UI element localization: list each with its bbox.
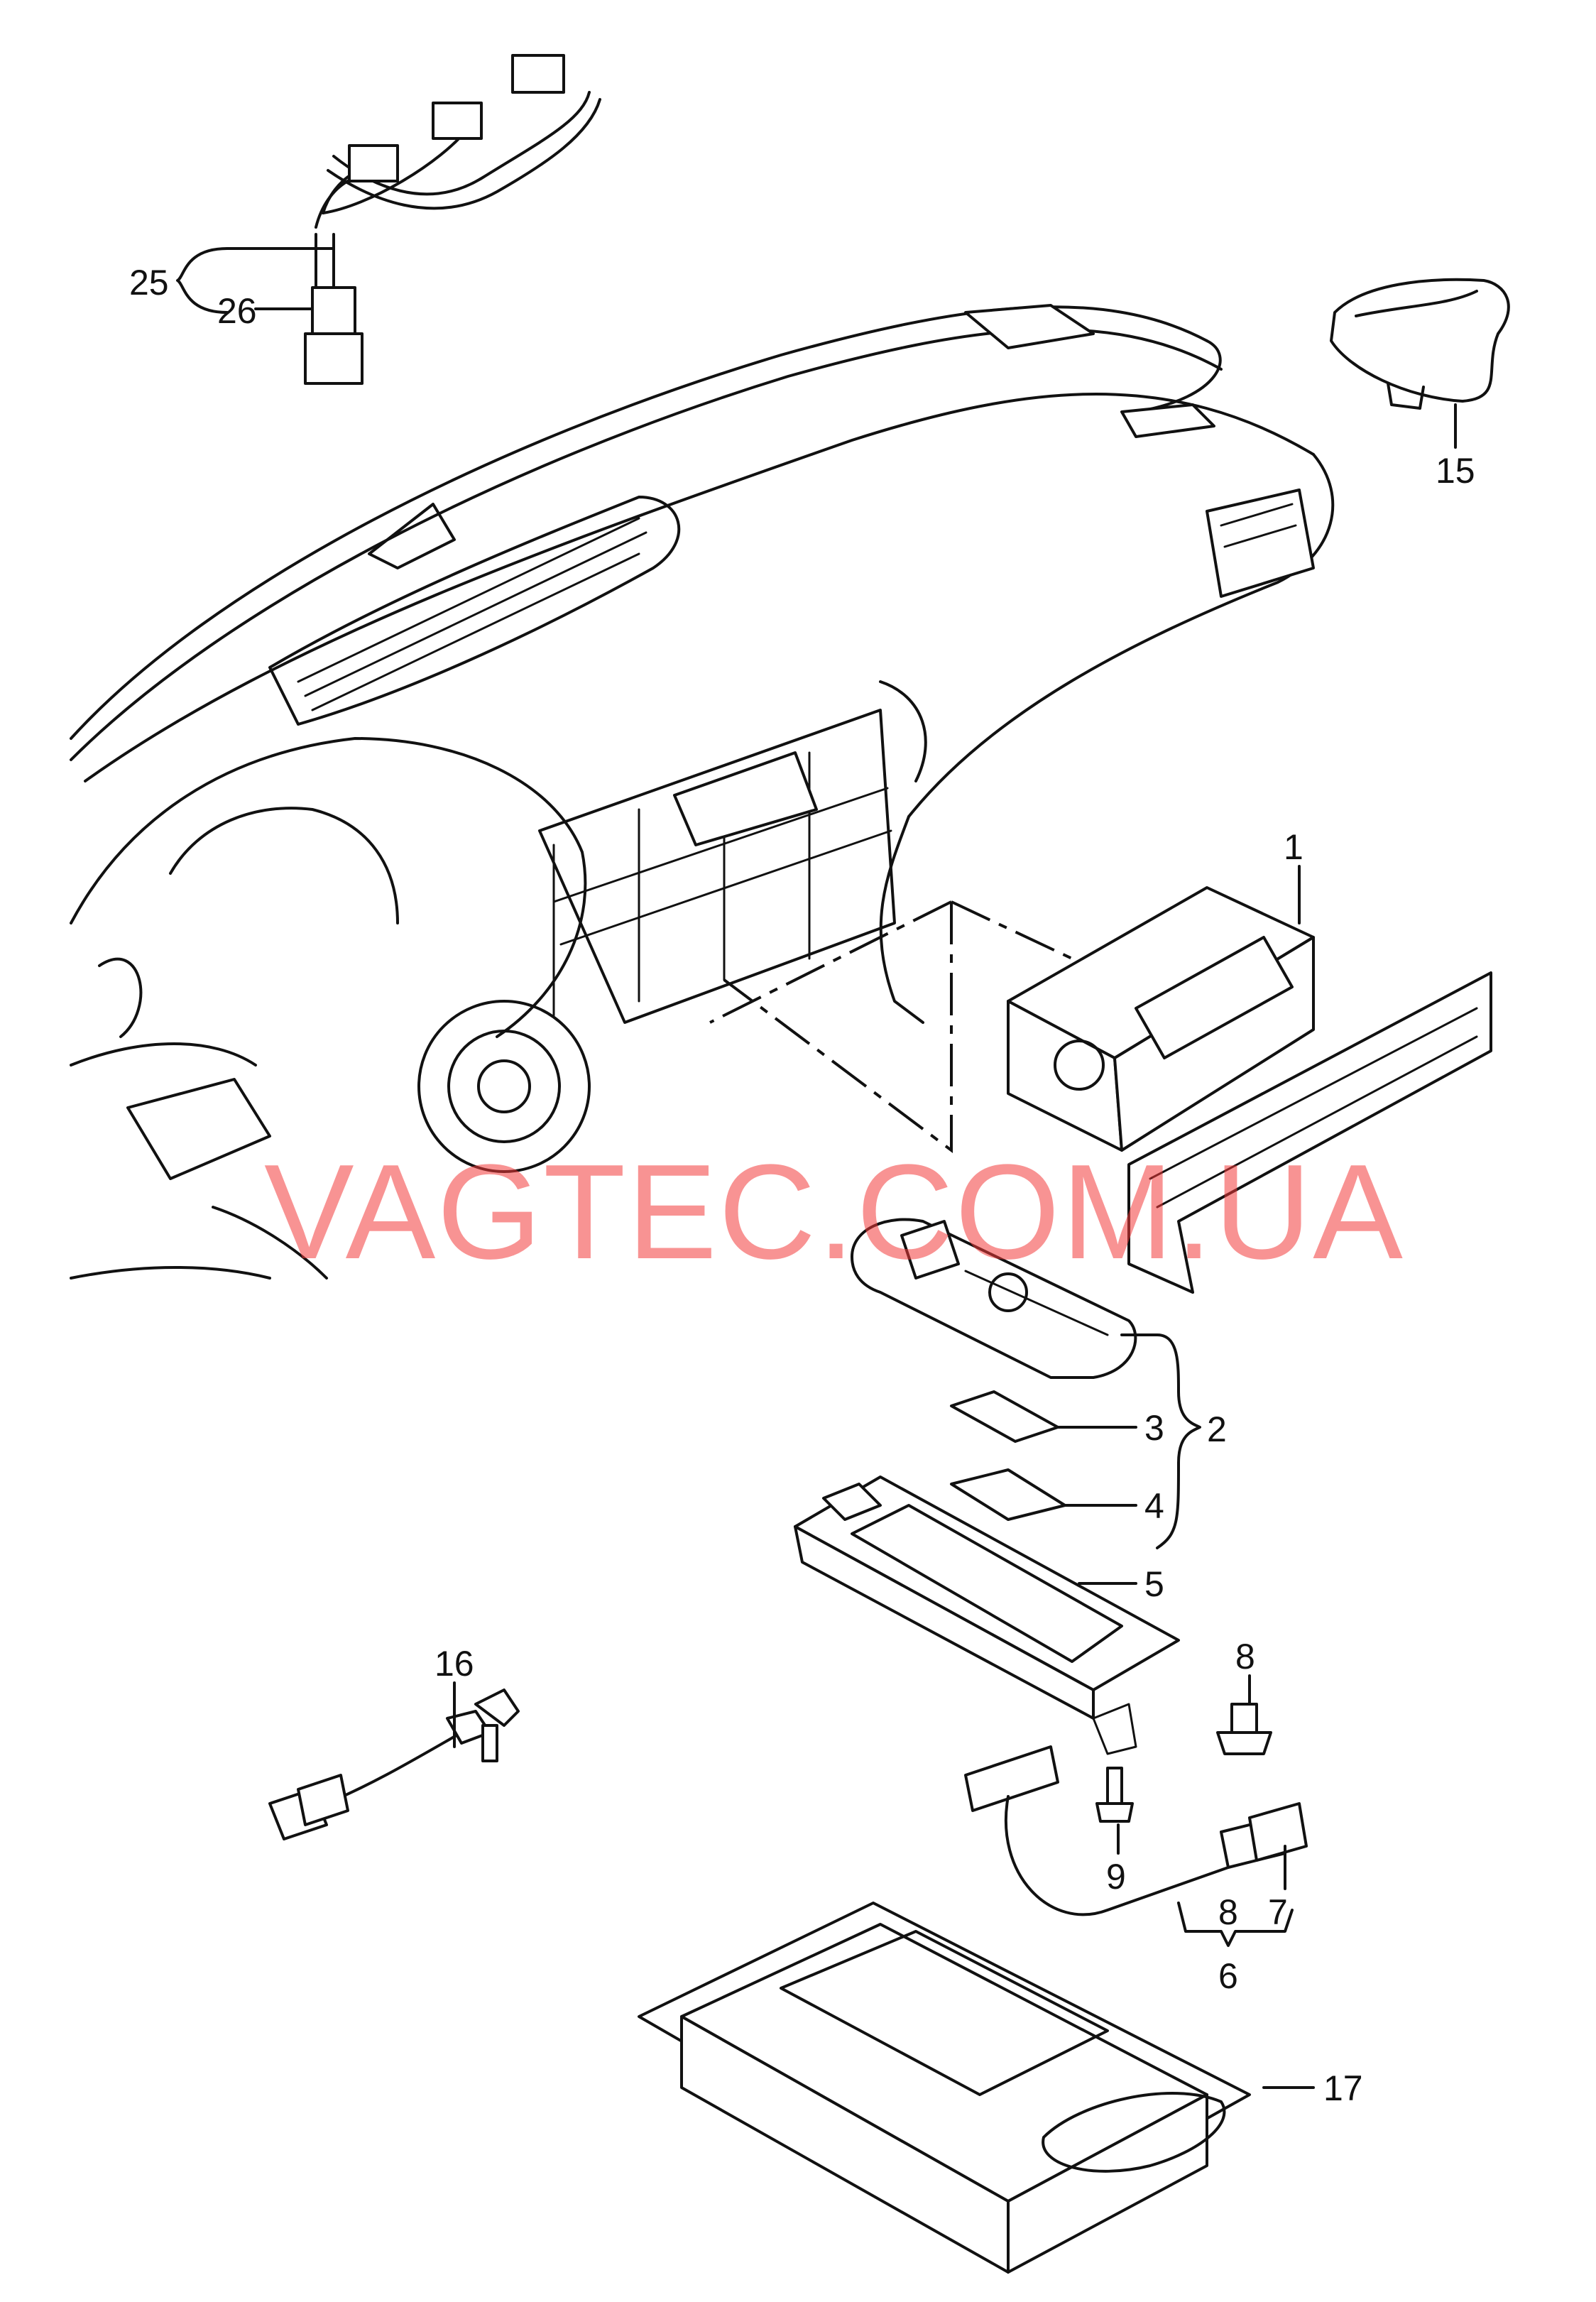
- callout-5: 5: [1144, 1564, 1164, 1604]
- callout-15: 15: [1436, 451, 1475, 491]
- radio-navigation-unit: [1007, 886, 1492, 1294]
- wiring-harness: [304, 54, 601, 385]
- cable-assembly: [964, 1745, 1308, 1916]
- callout-8-bracket: 8: [1218, 1892, 1238, 1932]
- callout-6: 6: [1218, 1956, 1238, 1996]
- storage-tray: [638, 1902, 1251, 2274]
- memory-card: [950, 1468, 1066, 1521]
- screw-9: [1095, 1767, 1134, 1823]
- antenna-cable: [268, 1689, 520, 1840]
- callout-1: 1: [1284, 827, 1303, 867]
- callout-17: 17: [1323, 2068, 1363, 2108]
- phone-cradle: [794, 1475, 1180, 1755]
- sim-card-holder: [950, 1390, 1059, 1443]
- callout-8-screw: 8: [1235, 1637, 1255, 1676]
- dashboard-panel: [70, 304, 1335, 1280]
- phone-handset: [851, 1218, 1137, 1379]
- callout-26: 26: [217, 291, 257, 331]
- screw-8: [1216, 1703, 1272, 1755]
- callout-9: 9: [1106, 1857, 1126, 1897]
- install-path-line: [709, 900, 1073, 1153]
- callout-2: 2: [1207, 1409, 1227, 1449]
- callout-3: 3: [1144, 1408, 1164, 1448]
- watermark: VAGTEC.COM.UA: [264, 1137, 1404, 1287]
- roof-antenna: [1330, 278, 1510, 410]
- leader-lines: [176, 247, 1457, 2089]
- callout-25: 25: [129, 263, 169, 302]
- callout-4: 4: [1144, 1486, 1164, 1526]
- callout-labels: 1 2 3 4 5 6 7 8 8 9 15 16 17 25 26: [129, 263, 1475, 2108]
- callout-16: 16: [434, 1644, 474, 1684]
- callout-7: 7: [1268, 1892, 1288, 1932]
